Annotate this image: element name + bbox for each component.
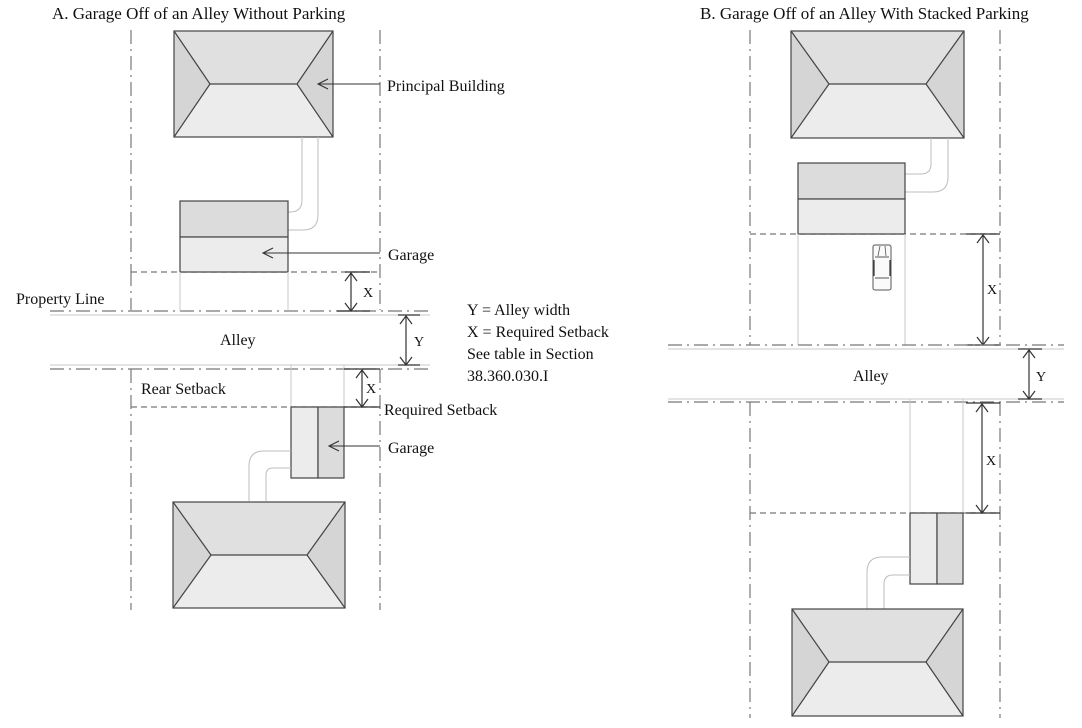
legend-line-3: See table in Section bbox=[467, 346, 594, 363]
required-setback-label: Required Setback bbox=[384, 402, 497, 419]
walkway-bottom bbox=[866, 556, 910, 609]
dimension-x-bottom: X bbox=[344, 368, 380, 408]
dimension-x-label: X bbox=[987, 283, 997, 298]
garage-bottom bbox=[290, 406, 345, 479]
alley-label-b: Alley bbox=[853, 368, 889, 385]
walkway-bottom-inner bbox=[265, 467, 291, 501]
walkway-bottom bbox=[248, 450, 291, 501]
principal-building-top bbox=[790, 30, 965, 139]
dimension-x-top: X bbox=[337, 271, 373, 312]
dimension-y: Y bbox=[398, 314, 424, 366]
dimension-x-label: X bbox=[366, 382, 376, 397]
garage-top-label: Garage bbox=[388, 247, 434, 264]
walkway-top-outer bbox=[288, 137, 319, 231]
legend: Y = Alley width X = Required Setback See… bbox=[467, 302, 609, 385]
panel-a-title: A. Garage Off of an Alley Without Parkin… bbox=[52, 4, 346, 23]
walkway-top bbox=[288, 137, 303, 213]
panel-a: A. Garage Off of an Alley Without Parkin… bbox=[16, 4, 609, 610]
legend-line-4: 38.360.030.I bbox=[467, 368, 548, 385]
principal-building-bottom bbox=[791, 608, 964, 717]
dimension-x-label: X bbox=[986, 454, 996, 469]
dimension-y-label: Y bbox=[1036, 370, 1046, 385]
dimension-x-bottom: X bbox=[966, 402, 1000, 514]
panel-b: B. Garage Off of an Alley With Stacked P… bbox=[668, 4, 1064, 718]
garage-bottom-label: Garage bbox=[388, 440, 434, 457]
rear-setback-label: Rear Setback bbox=[141, 381, 226, 398]
walkway-top-outer bbox=[905, 138, 949, 193]
car-icon bbox=[872, 244, 892, 291]
dimension-x-top: X bbox=[966, 233, 1000, 346]
walkway-top bbox=[905, 138, 932, 175]
legend-line-2: X = Required Setback bbox=[467, 324, 609, 341]
property-line-label: Property Line bbox=[16, 291, 104, 308]
panel-b-title: B. Garage Off of an Alley With Stacked P… bbox=[700, 4, 1029, 23]
principal-building-bottom bbox=[172, 501, 346, 609]
dimension-y: Y bbox=[1018, 348, 1046, 400]
arrow-head-icon bbox=[327, 440, 340, 452]
garage-top bbox=[179, 200, 289, 273]
alley-label-a: Alley bbox=[220, 332, 256, 349]
arrow-head-icon bbox=[316, 78, 329, 90]
dimension-x-label: X bbox=[363, 286, 373, 301]
legend-line-1: Y = Alley width bbox=[467, 302, 570, 319]
walkway-bottom-inner bbox=[883, 574, 910, 609]
arrow-head-icon bbox=[261, 247, 274, 259]
principal-building-top bbox=[173, 30, 334, 138]
principal-building-label: Principal Building bbox=[387, 78, 505, 95]
garage-top bbox=[797, 162, 906, 235]
garage-bottom bbox=[909, 512, 964, 585]
dimension-y-label: Y bbox=[414, 335, 424, 350]
